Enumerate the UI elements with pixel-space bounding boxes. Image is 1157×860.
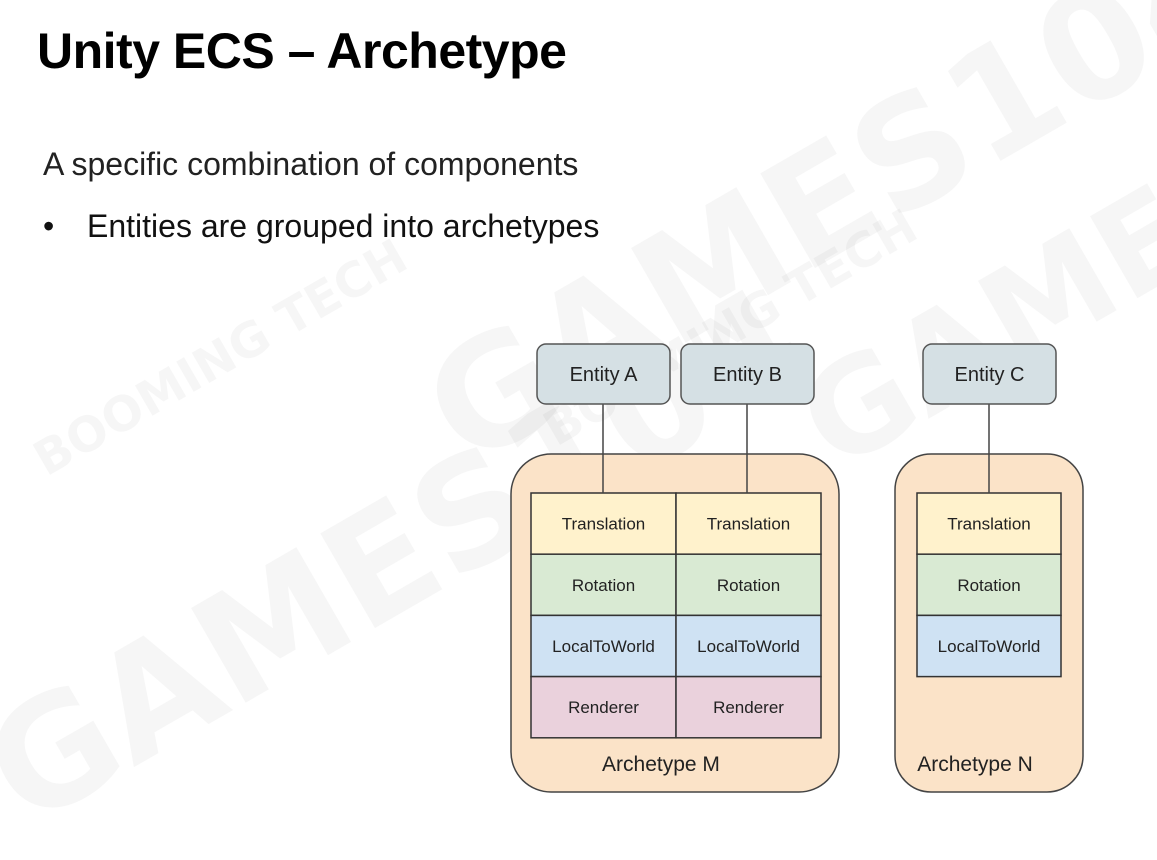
archetype-m-label: Archetype M [602,753,720,776]
local-to-world-label: LocalToWorld [552,637,655,656]
local-to-world-label: LocalToWorld [697,637,800,656]
local-to-world-label: LocalToWorld [938,637,1041,656]
bullet-text: Entities are grouped into archetypes [87,208,600,244]
translation-cell [530,492,677,555]
rotation-label: Rotation [957,576,1020,595]
translation-label: Translation [707,515,790,534]
local-to-world-cell [530,614,677,678]
rotation-cell [916,553,1062,617]
slide-subtitle: A specific combination of components [43,146,579,182]
slide-title: Unity ECS – Archetype [37,23,567,79]
translation-label: Translation [562,515,645,534]
rotation-label: Rotation [717,576,780,595]
translation-label: Translation [947,515,1030,534]
local-to-world-cell [675,614,822,678]
entity-b-box [680,343,815,405]
translation-cell [675,492,822,555]
bullet-dot: • [43,208,55,244]
entity-a-box [536,343,671,405]
renderer-cell [530,675,677,739]
renderer-label: Renderer [713,698,784,717]
renderer-label: Renderer [568,698,639,717]
rotation-label: Rotation [572,576,635,595]
entity-c-box [922,343,1057,405]
entity-a-label: Entity A [570,364,638,386]
entity-b-label: Entity B [713,364,782,386]
renderer-cell [675,675,822,739]
rotation-cell [675,553,822,617]
archetype-n-label: Archetype N [917,753,1033,776]
bullet-item: • Entities are grouped into archetypes [43,208,599,245]
local-to-world-cell [916,614,1062,678]
entity-c-label: Entity C [954,364,1024,386]
translation-cell [916,492,1062,555]
